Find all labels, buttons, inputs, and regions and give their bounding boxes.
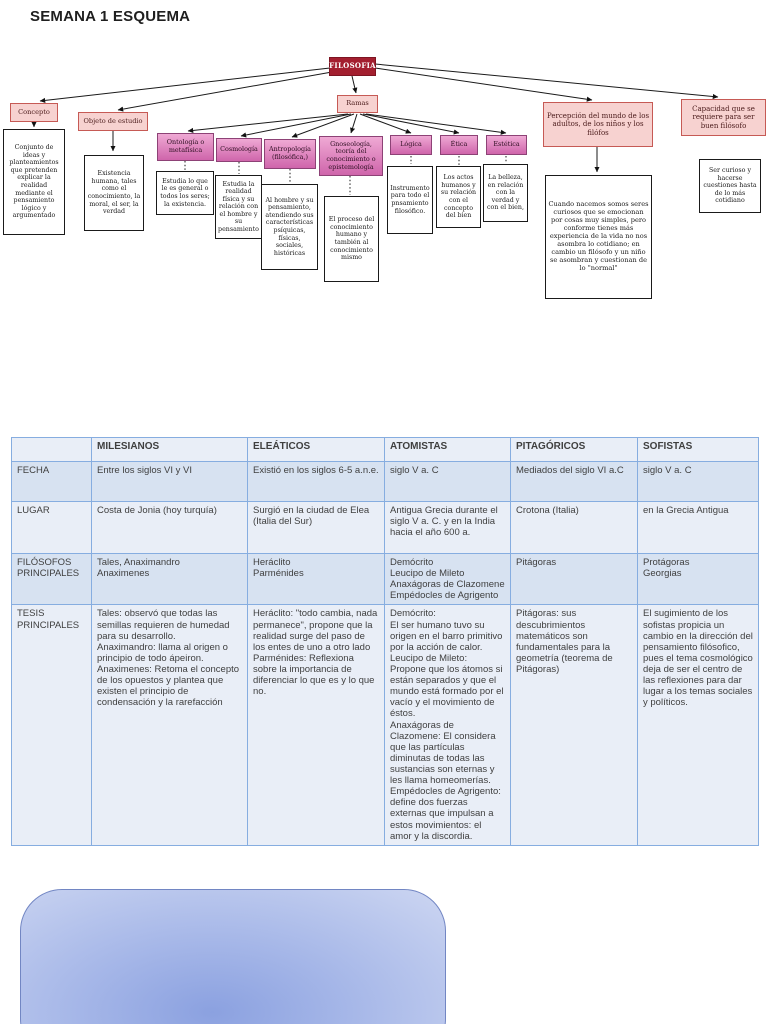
table-corner-cell [11, 437, 92, 462]
desc-percepcion: Cuando nacemos somos seres curiosos que … [545, 175, 652, 299]
row-label: FECHA [11, 461, 92, 502]
table-cell: siglo V a. C [384, 461, 511, 502]
node-gnoseologia: Gnoseología, teoría del conocimiento o e… [319, 136, 383, 176]
desc-capacidad: Ser curioso y hacerse cuestiones hasta d… [699, 159, 761, 213]
desc-cosmologia: Estudia la realidad física y su relación… [215, 175, 262, 239]
node-percepcion: Percepción del mundo de los adultos, de … [543, 102, 653, 147]
column-header-milesianos: MILESIANOS [91, 437, 248, 462]
table-row-filosofos: FILÓSOFOS PRINCIPALES Tales, Anaximandro… [11, 552, 759, 606]
node-cosmologia: Cosmología [216, 138, 262, 162]
desc-estetica: La belleza, en relación con la verdad y … [483, 164, 528, 222]
column-header-eleaticos: ELEÁTICOS [247, 437, 385, 462]
table-cell: Protágoras Georgias [637, 552, 759, 606]
table-cell: Mediados del siglo VI a.C [510, 461, 638, 502]
row-label: TESIS PRINCIPALES [11, 604, 92, 846]
table-cell: siglo V a. C [637, 461, 759, 502]
page-title: SEMANA 1 ESQUEMA [30, 8, 191, 25]
table-row-lugar: LUGAR Costa de Jonia (hoy turquía) Surgi… [11, 501, 759, 554]
table-cell: Antigua Grecia durante el siglo V a. C. … [384, 501, 511, 554]
node-ontologia: Ontología o metafísica [157, 133, 214, 161]
node-logica: Lógica [390, 135, 432, 155]
table-cell: El sugimiento de los sofistas propicia u… [637, 604, 759, 846]
philosophy-comparison-table: MILESIANOS ELEÁTICOS ATOMISTAS PITAGÓRIC… [11, 437, 759, 846]
desc-antropologia: Al hombre y su pensamiento, atendiendo s… [261, 184, 318, 270]
node-objeto-de-estudio: Objeto de estudio [78, 112, 148, 131]
node-filosofia: FILOSOFIA [329, 57, 376, 76]
table-cell: Demócrito: El ser humano tuvo su origen … [384, 604, 511, 846]
column-header-pitagoricos: PITAGÓRICOS [510, 437, 638, 462]
desc-objeto-de-estudio: Existencia humana, tales como el conocim… [84, 155, 144, 231]
column-header-sofistas: SOFISTAS [637, 437, 759, 462]
node-etica: Ética [440, 135, 478, 155]
desc-logica: Instrumento para todo el pnsamiento filo… [387, 166, 433, 234]
node-ramas: Ramas [337, 95, 378, 113]
table-cell: Heráclito Parménides [247, 552, 385, 606]
node-concepto: Concepto [10, 103, 58, 122]
table-cell: Tales, Anaximandro Anaximenes [91, 552, 248, 606]
row-label: LUGAR [11, 501, 92, 554]
node-antropologia: Antropología (filosófica,) [264, 139, 316, 169]
blue-gradient-shape [20, 889, 446, 1024]
table-row-fecha: FECHA Entre los siglos VI y VI Existió e… [11, 461, 759, 502]
table-cell: Heráclito: "todo cambia, nada permanece"… [247, 604, 385, 846]
desc-gnoseologia: El proceso del conocimiento humano y tam… [324, 196, 379, 282]
table-row-tesis: TESIS PRINCIPALES Tales: observó que tod… [11, 604, 759, 846]
table-cell: Demócrito Leucipo de Mileto Anaxágoras d… [384, 552, 511, 606]
node-estetica: Estética [486, 135, 527, 155]
desc-concepto: Conjunto de ideas y planteamientos que p… [3, 129, 65, 235]
table-cell: Pitágoras: sus descubrimientos matemátic… [510, 604, 638, 846]
table-cell: Entre los siglos VI y VI [91, 461, 248, 502]
row-label: FILÓSOFOS PRINCIPALES [11, 552, 92, 606]
table-cell: en la Grecia Antigua [637, 501, 759, 554]
table-cell: Costa de Jonia (hoy turquía) [91, 501, 248, 554]
table-cell: Pitágoras [510, 552, 638, 606]
table-cell: Crotona (Italia) [510, 501, 638, 554]
table-cell: Tales: observó que todas las semillas re… [91, 604, 248, 846]
column-header-atomistas: ATOMISTAS [384, 437, 511, 462]
table-cell: Existió en los siglos 6-5 a.n.e. [247, 461, 385, 502]
node-capacidad: Capacidad que se requiere para ser buen … [681, 99, 766, 136]
table-header-row: MILESIANOS ELEÁTICOS ATOMISTAS PITAGÓRIC… [11, 437, 759, 462]
table-cell: Surgió en la ciudad de Elea (Italia del … [247, 501, 385, 554]
desc-ontologia: Estudia lo que le es general o todos los… [156, 171, 214, 215]
desc-etica: Los actos humanos y su relación con el c… [436, 166, 481, 228]
